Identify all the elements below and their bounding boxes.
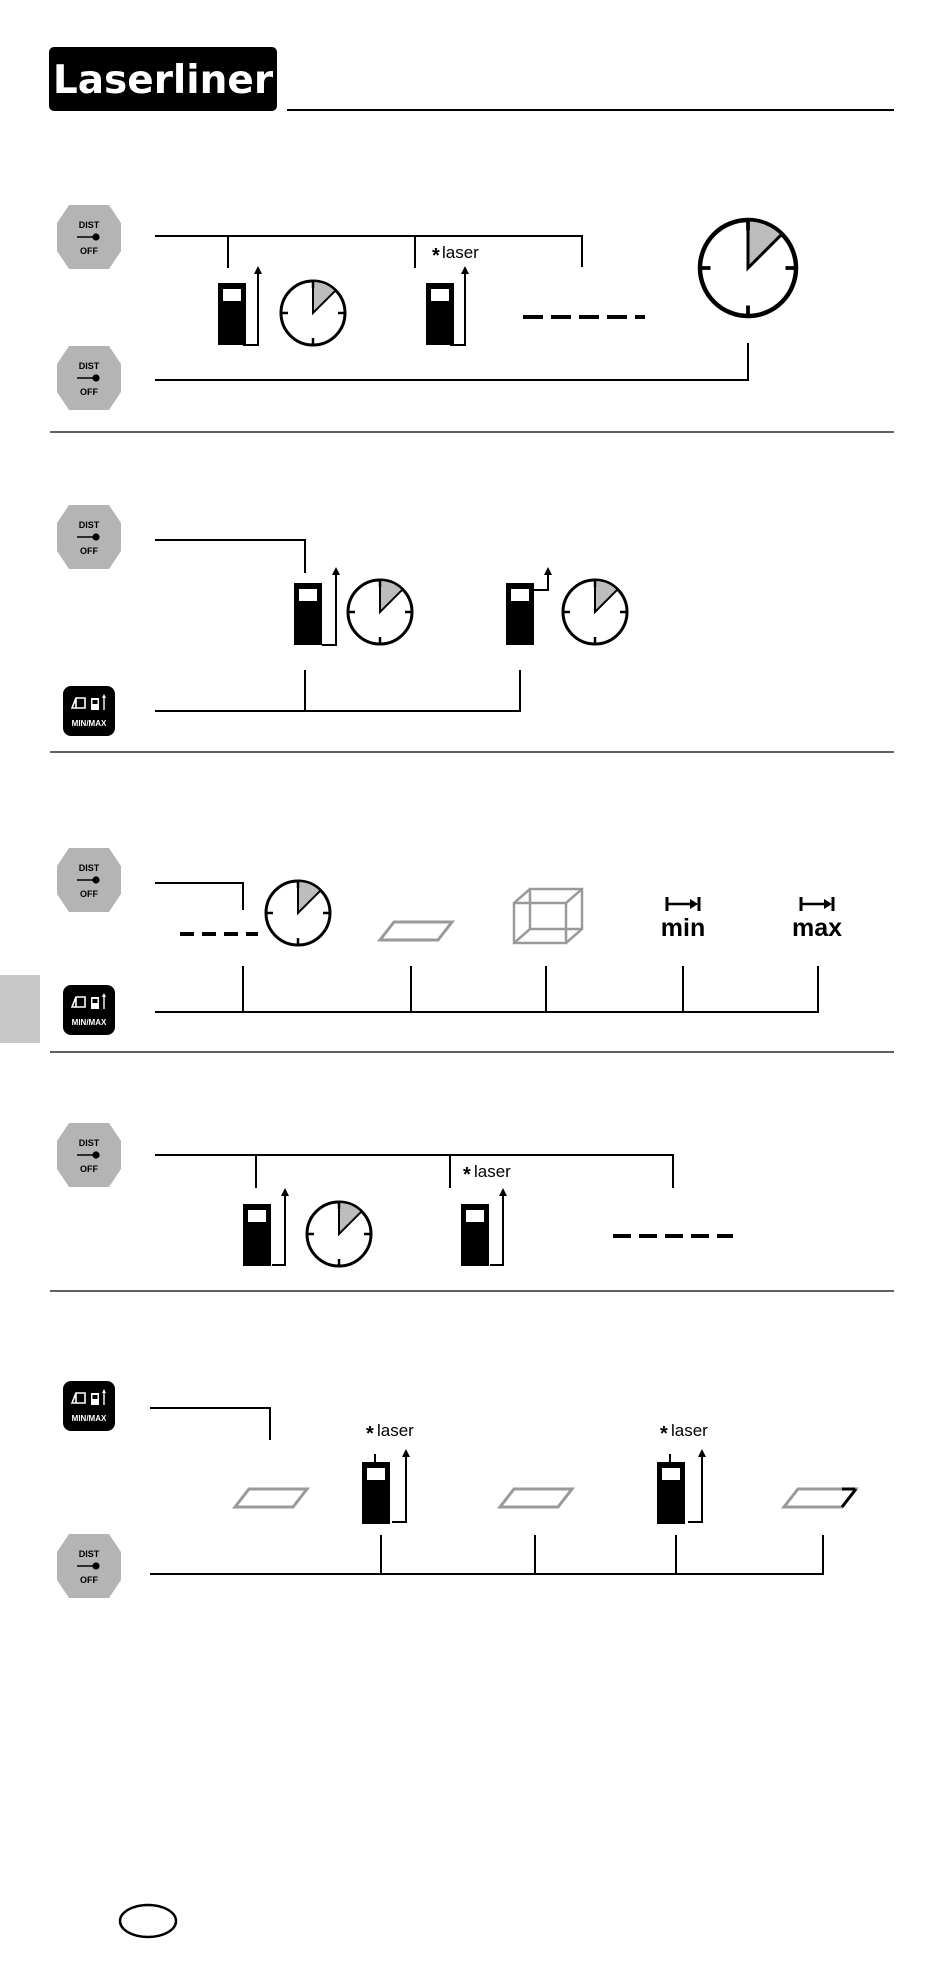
dist-off-button-icon[interactable]: DIST OFF	[57, 1123, 121, 1187]
svg-text:DIST: DIST	[79, 863, 100, 873]
minmax-button-icon[interactable]: MIN/MAX	[63, 686, 115, 736]
svg-text:min: min	[661, 914, 705, 942]
svg-text:OFF: OFF	[80, 387, 98, 397]
section-5: MIN/MAX DIST OFF * laser * laser	[57, 1381, 856, 1598]
svg-text:DIST: DIST	[79, 361, 100, 371]
device-icon	[243, 1204, 271, 1266]
language-oval	[120, 1905, 176, 1937]
svg-text:DIST: DIST	[79, 1138, 100, 1148]
device-icon	[218, 283, 246, 345]
header: Laserliner	[49, 47, 894, 111]
dist-off-button-icon[interactable]: DIST OFF	[57, 848, 121, 912]
brand-logo-text: Laserliner	[53, 58, 274, 103]
device-icon	[657, 1462, 685, 1524]
svg-text:DIST: DIST	[79, 1549, 100, 1559]
area-icon	[380, 922, 452, 940]
device-icon	[506, 583, 534, 645]
laser-asterisk: *	[660, 1423, 668, 1445]
svg-text:OFF: OFF	[80, 1575, 98, 1585]
section-4: DIST OFF * laser	[57, 1123, 733, 1266]
laser-asterisk: *	[463, 1164, 471, 1186]
clock-icon	[563, 580, 627, 644]
svg-text:MIN/MAX: MIN/MAX	[72, 1018, 107, 1027]
device-icon	[461, 1204, 489, 1266]
svg-text:MIN/MAX: MIN/MAX	[72, 1414, 107, 1423]
dist-off-button-icon[interactable]: DIST OFF	[57, 1534, 121, 1598]
svg-text:OFF: OFF	[80, 546, 98, 556]
svg-text:DIST: DIST	[79, 220, 100, 230]
clock-icon	[307, 1202, 371, 1266]
svg-text:DIST: DIST	[79, 520, 100, 530]
section-3: DIST OFF MIN/MAX	[57, 848, 842, 1035]
laser-label: laser	[474, 1162, 511, 1181]
svg-text:OFF: OFF	[80, 246, 98, 256]
laser-label: laser	[442, 243, 479, 262]
min-icon: min	[661, 897, 705, 942]
flow-lines	[155, 1155, 673, 1265]
device-icon	[426, 283, 454, 345]
clock-icon	[281, 281, 345, 345]
dist-off-button-icon[interactable]: DIST OFF	[57, 505, 121, 569]
section-dividers	[50, 432, 894, 1291]
section-1: DIST OFF DIST OFF * laser	[57, 205, 796, 410]
laser-asterisk: *	[366, 1423, 374, 1445]
device-icon	[294, 583, 322, 645]
clock-icon	[348, 580, 412, 644]
laser-label: laser	[377, 1421, 414, 1440]
svg-text:MIN/MAX: MIN/MAX	[72, 719, 107, 728]
clock-icon	[266, 881, 330, 945]
area-icon	[235, 1489, 307, 1507]
laser-label: laser	[671, 1421, 708, 1440]
minmax-button-icon[interactable]: MIN/MAX	[63, 985, 115, 1035]
svg-text:max: max	[792, 914, 842, 942]
clock-icon	[700, 220, 796, 316]
flow-lines	[155, 883, 818, 1012]
dist-off-button-icon[interactable]: DIST OFF	[57, 205, 121, 269]
minmax-button-icon[interactable]: MIN/MAX	[63, 1381, 115, 1431]
device-icon	[362, 1462, 390, 1524]
svg-text:OFF: OFF	[80, 1164, 98, 1174]
svg-text:OFF: OFF	[80, 889, 98, 899]
dist-off-button-icon[interactable]: DIST OFF	[57, 346, 121, 410]
volume-icon	[514, 889, 582, 943]
laser-asterisk: *	[432, 245, 440, 267]
section-2: DIST OFF MIN/MAX	[57, 505, 627, 736]
side-tab	[0, 975, 40, 1043]
max-icon: max	[792, 897, 842, 942]
area-icon	[500, 1489, 572, 1507]
